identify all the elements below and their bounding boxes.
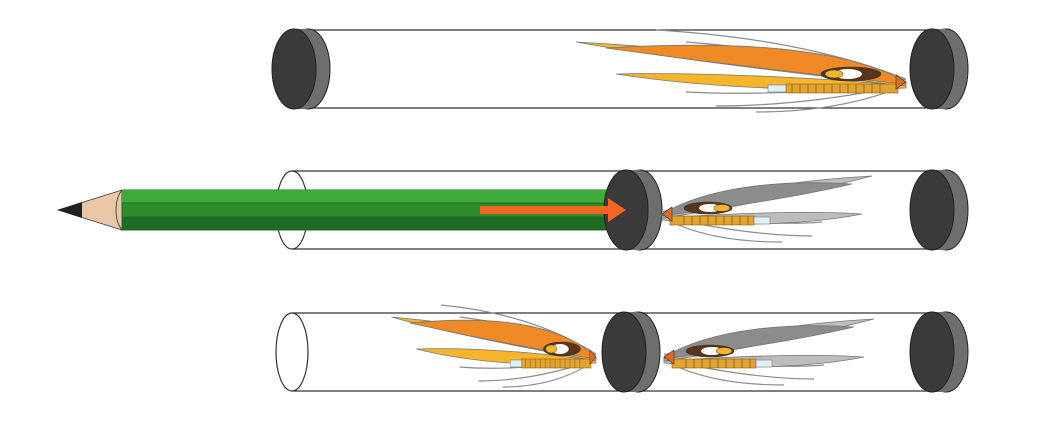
- end-plug-icon: [909, 28, 969, 110]
- salmon-fly-icon: [663, 318, 875, 386]
- tube-icon: [292, 170, 940, 250]
- tube-icon: [300, 29, 940, 109]
- tube-open-end: [275, 312, 309, 392]
- salmon-fly-icon: [661, 175, 873, 243]
- salmon-fly-icon: [390, 304, 597, 388]
- end-plug-icon: [909, 169, 969, 251]
- end-plug-icon: [601, 311, 661, 393]
- pencil-icon: [56, 189, 631, 231]
- end-plug-icon: [271, 28, 331, 110]
- salmon-fly-icon: [575, 29, 907, 113]
- step-2: [56, 169, 969, 251]
- step-1: [271, 28, 969, 113]
- step-3: [275, 304, 969, 393]
- push-arrow-icon: [480, 198, 626, 222]
- end-plug-icon: [909, 311, 969, 393]
- tube-icon: [292, 312, 940, 392]
